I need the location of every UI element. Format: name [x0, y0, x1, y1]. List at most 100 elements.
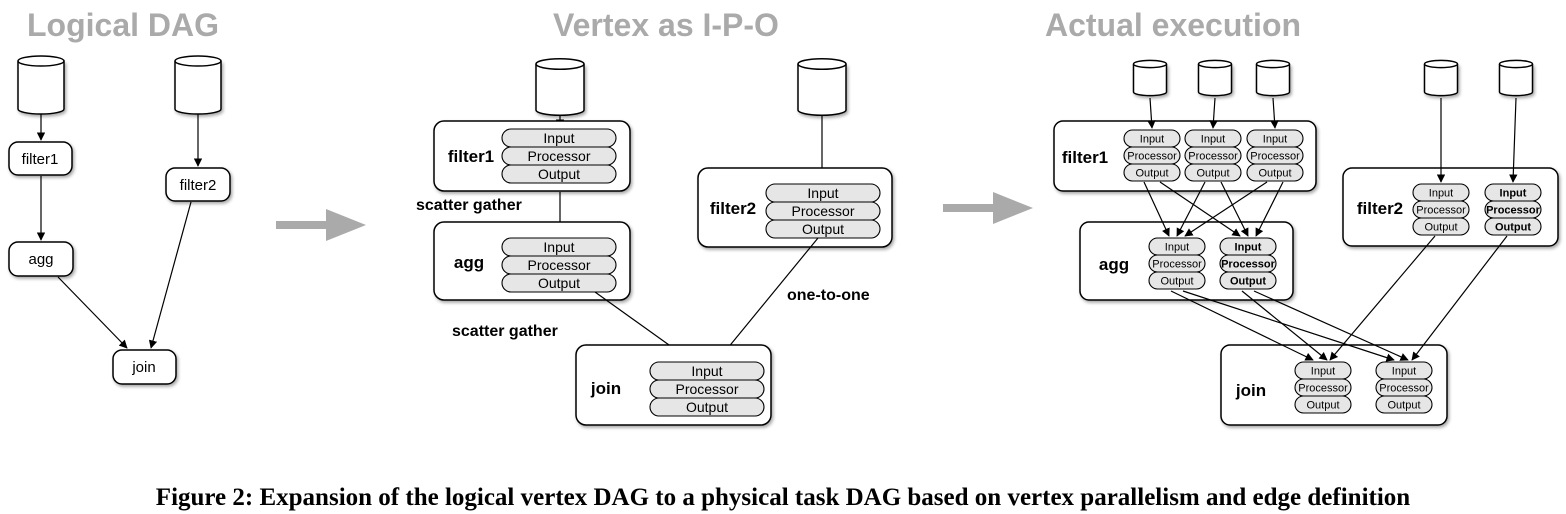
- datasource-5-icon: [1498, 59, 1534, 97]
- ipo-processor-label: Processor: [1486, 204, 1541, 216]
- vertex-filter1-label: filter1: [22, 151, 59, 168]
- datasource-1-icon: [535, 57, 585, 117]
- ipo-processor-label: Processor: [1379, 382, 1429, 394]
- ipo-input-label: Input: [543, 239, 574, 255]
- vertex-agg-label: agg: [454, 253, 484, 272]
- ipo-input-label: Input: [1392, 365, 1416, 377]
- ipo-input-label: Input: [1429, 187, 1453, 199]
- ipo-processor-label: Processor: [1416, 204, 1466, 216]
- edge-agg-t2-join-t1: [1241, 290, 1328, 361]
- ipo-output: [1412, 217, 1470, 236]
- edge-agg-t2-join-t2: [1253, 290, 1409, 361]
- datasource-4-icon: [1423, 59, 1459, 97]
- ipo-processor-label: Processor: [1221, 258, 1276, 270]
- ipo-output-label: Output: [1387, 399, 1420, 411]
- ipo-output-label: Output: [1495, 221, 1531, 233]
- ipo-output-label: Output: [1196, 167, 1229, 179]
- edge-agg-join: [57, 276, 128, 349]
- ipo-input-label: Input: [1311, 365, 1335, 377]
- datasource-2-icon: [1197, 59, 1233, 97]
- edge-filter2-t1-join-t1: [1329, 235, 1436, 361]
- vertex-filter2-label: filter2: [180, 177, 217, 194]
- datasource-2-icon: [174, 55, 222, 115]
- vertex-agg-label: agg: [28, 251, 53, 268]
- ipo-output: [1148, 271, 1206, 290]
- datasource-1-icon: [1132, 59, 1168, 97]
- ipo-output-label: Output: [802, 221, 844, 237]
- ipo-output-label: Output: [538, 275, 580, 291]
- edge-filter1-t3-agg-t1: [1184, 181, 1268, 237]
- ipo-output: [1184, 163, 1242, 182]
- datasource-2-icon: [797, 57, 847, 117]
- ipo-processor-label: Processor: [527, 148, 590, 164]
- vertex-agg-label: agg: [1099, 255, 1129, 274]
- edge-label-scatter-gather-1: scatter gather: [416, 197, 522, 214]
- datasource-1-icon: [17, 55, 65, 115]
- transition-arrow-2: [943, 192, 1033, 224]
- vertex-filter1-label: filter1: [1062, 148, 1108, 167]
- ipo-input-label: Input: [691, 363, 722, 379]
- ipo-output-label: Output: [1230, 275, 1266, 287]
- datasource-3-icon: [1255, 59, 1291, 97]
- ipo-input-label: Input: [807, 185, 838, 201]
- dag-expansion-diagram: Logical DAG Vertex as I-P-O Actual execu…: [8, 7, 1559, 426]
- edge-source-filter2-task-2: [1509, 97, 1518, 183]
- ipo-output-label: Output: [1160, 275, 1193, 287]
- ipo-output: [649, 397, 765, 417]
- vertex-filter2: [165, 167, 231, 202]
- edge-source-filter1-task-1: [1147, 97, 1156, 129]
- ipo-processor-label: Processor: [1188, 150, 1238, 162]
- ipo-output: [1123, 163, 1181, 182]
- edge-filter1-t1-agg-t2: [1159, 181, 1241, 237]
- figure-caption: Figure 2: Expansion of the logical verte…: [155, 484, 1411, 511]
- ipo-output: [1484, 217, 1542, 236]
- transition-arrow-1: [276, 209, 366, 241]
- title-logical-dag: Logical DAG: [27, 7, 219, 43]
- edge-label-one-to-one: one-to-one: [787, 287, 870, 304]
- vertex-filter2-label: filter2: [1357, 199, 1403, 218]
- edge-filter1-t1-agg-t1: [1143, 181, 1170, 237]
- ipo-output: [1246, 163, 1304, 182]
- actual-execution-panel: filter1InputProcessorOutputInputProcesso…: [1053, 59, 1559, 426]
- ipo-panel: filter1InputProcessorOutputfilter2InputP…: [416, 57, 893, 426]
- ipo-processor-label: Processor: [1152, 258, 1202, 270]
- ipo-processor-label: Processor: [1250, 150, 1300, 162]
- vertex-join-label: join: [1235, 381, 1266, 400]
- edge-agg-t1-join-t1: [1170, 290, 1314, 361]
- ipo-output-label: Output: [1135, 167, 1168, 179]
- vertex-filter1-label: filter1: [448, 147, 494, 166]
- ipo-processor-label: Processor: [675, 381, 738, 397]
- ipo-processor-label: Processor: [1298, 382, 1348, 394]
- title-actual-execution: Actual execution: [1045, 7, 1301, 43]
- ipo-output-label: Output: [1306, 399, 1339, 411]
- vertex-agg: [8, 241, 74, 277]
- ipo-output: [1219, 271, 1277, 290]
- ipo-output-label: Output: [1424, 221, 1457, 233]
- edge-filter1-t2-agg-t1: [1176, 181, 1206, 237]
- ipo-input-label: Input: [1201, 133, 1225, 145]
- ipo-input-label: Input: [1235, 241, 1262, 253]
- vertex-join: [112, 349, 177, 385]
- ipo-output-label: Output: [686, 399, 728, 415]
- ipo-processor-label: Processor: [791, 203, 854, 219]
- vertex-filter1: [8, 141, 73, 176]
- ipo-output: [1375, 395, 1433, 414]
- ipo-input-label: Input: [543, 130, 574, 146]
- ipo-processor-label: Processor: [527, 257, 590, 273]
- edge-source-filter1-task-3: [1270, 97, 1279, 129]
- edge-source-filter1-task-2: [1209, 97, 1218, 129]
- ipo-output: [765, 219, 881, 239]
